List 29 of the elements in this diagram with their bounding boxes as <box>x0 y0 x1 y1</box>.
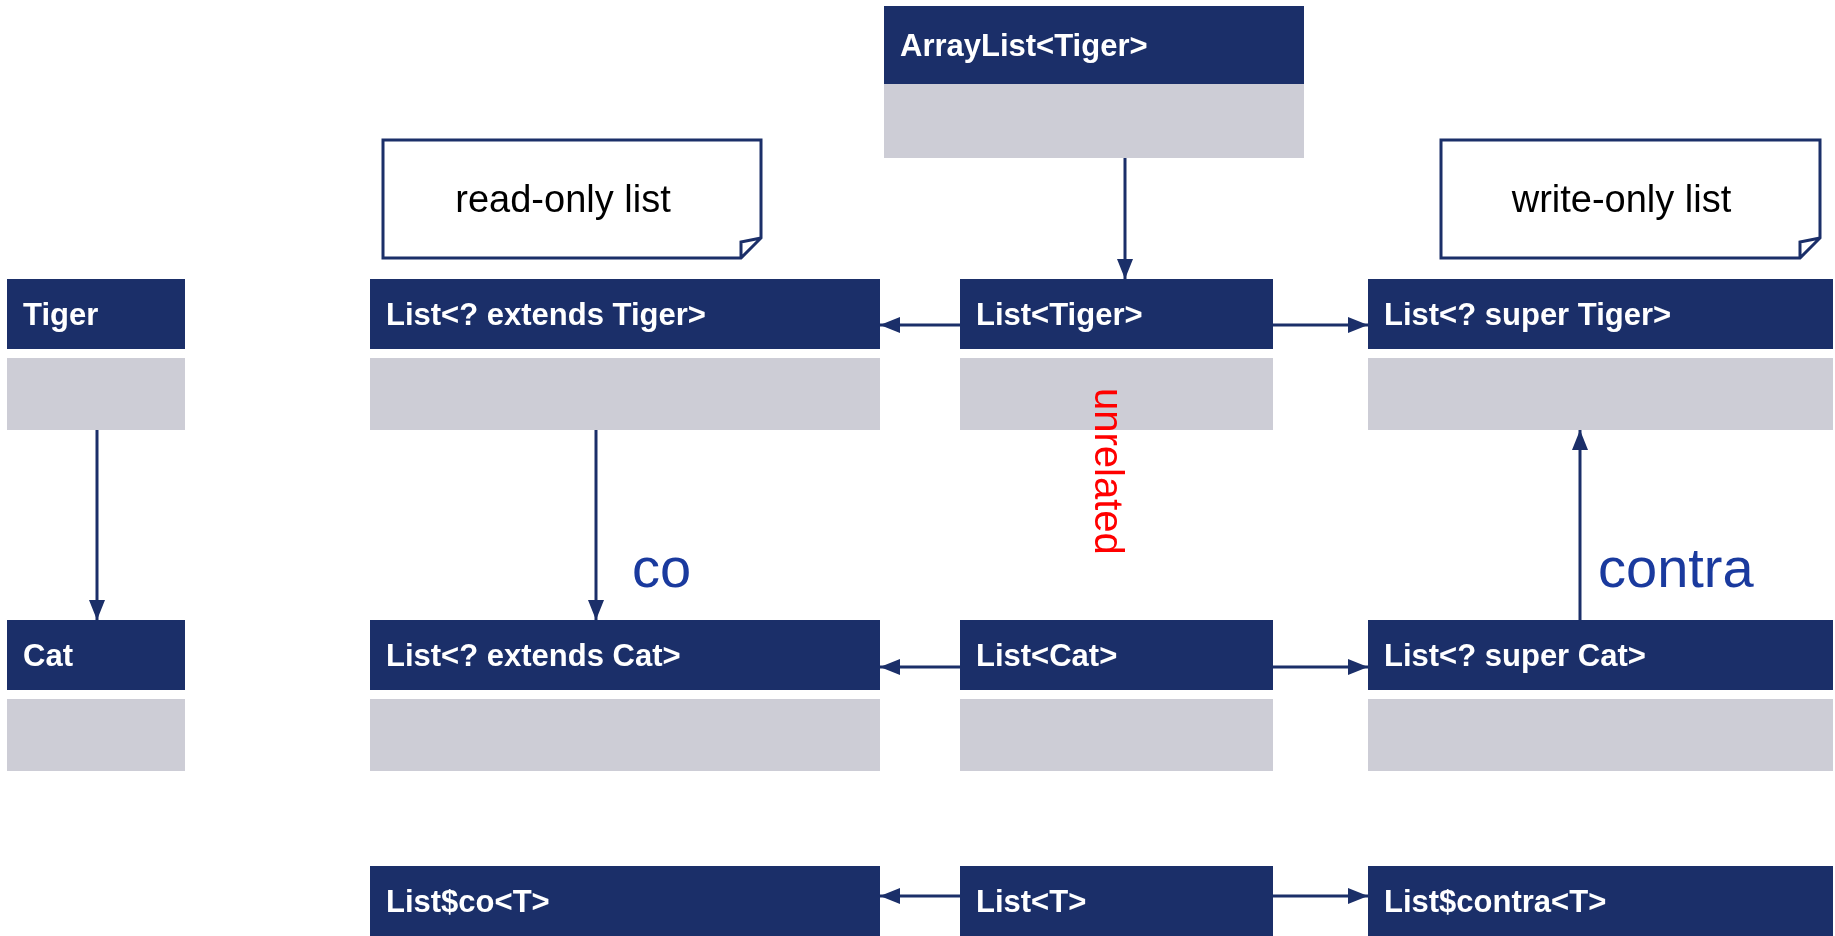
arrow <box>1572 430 1588 620</box>
class-header: List$co<T> <box>370 866 880 936</box>
edge-label: co <box>632 540 692 596</box>
note-text: write-only list <box>1511 177 1732 221</box>
arrow <box>880 659 960 675</box>
class-header: List<Tiger> <box>960 279 1273 349</box>
class-header: Cat <box>7 620 185 690</box>
arrow <box>1273 888 1368 904</box>
note-box <box>381 138 763 260</box>
class-header: List<T> <box>960 866 1273 936</box>
arrow <box>1273 317 1368 333</box>
annotation-text: unrelated <box>1089 388 1129 555</box>
class-header: List$contra<T> <box>1368 866 1833 936</box>
class-header: List<? super Cat> <box>1368 620 1833 690</box>
arrow <box>1117 158 1133 279</box>
note-box <box>1439 138 1822 260</box>
class-header: List<? super Tiger> <box>1368 279 1833 349</box>
note-text: read-only list <box>455 177 671 221</box>
arrow <box>588 430 604 620</box>
class-header: List<? extends Tiger> <box>370 279 880 349</box>
class-header: ArrayList<Tiger> <box>884 6 1304 84</box>
class-header: Tiger <box>7 279 185 349</box>
edge-label: contra <box>1598 540 1754 596</box>
arrow <box>880 888 960 904</box>
class-header: List<? extends Cat> <box>370 620 880 690</box>
arrow <box>89 430 105 620</box>
class-header: List<Cat> <box>960 620 1273 690</box>
arrow <box>880 317 960 333</box>
arrow <box>1273 659 1368 675</box>
